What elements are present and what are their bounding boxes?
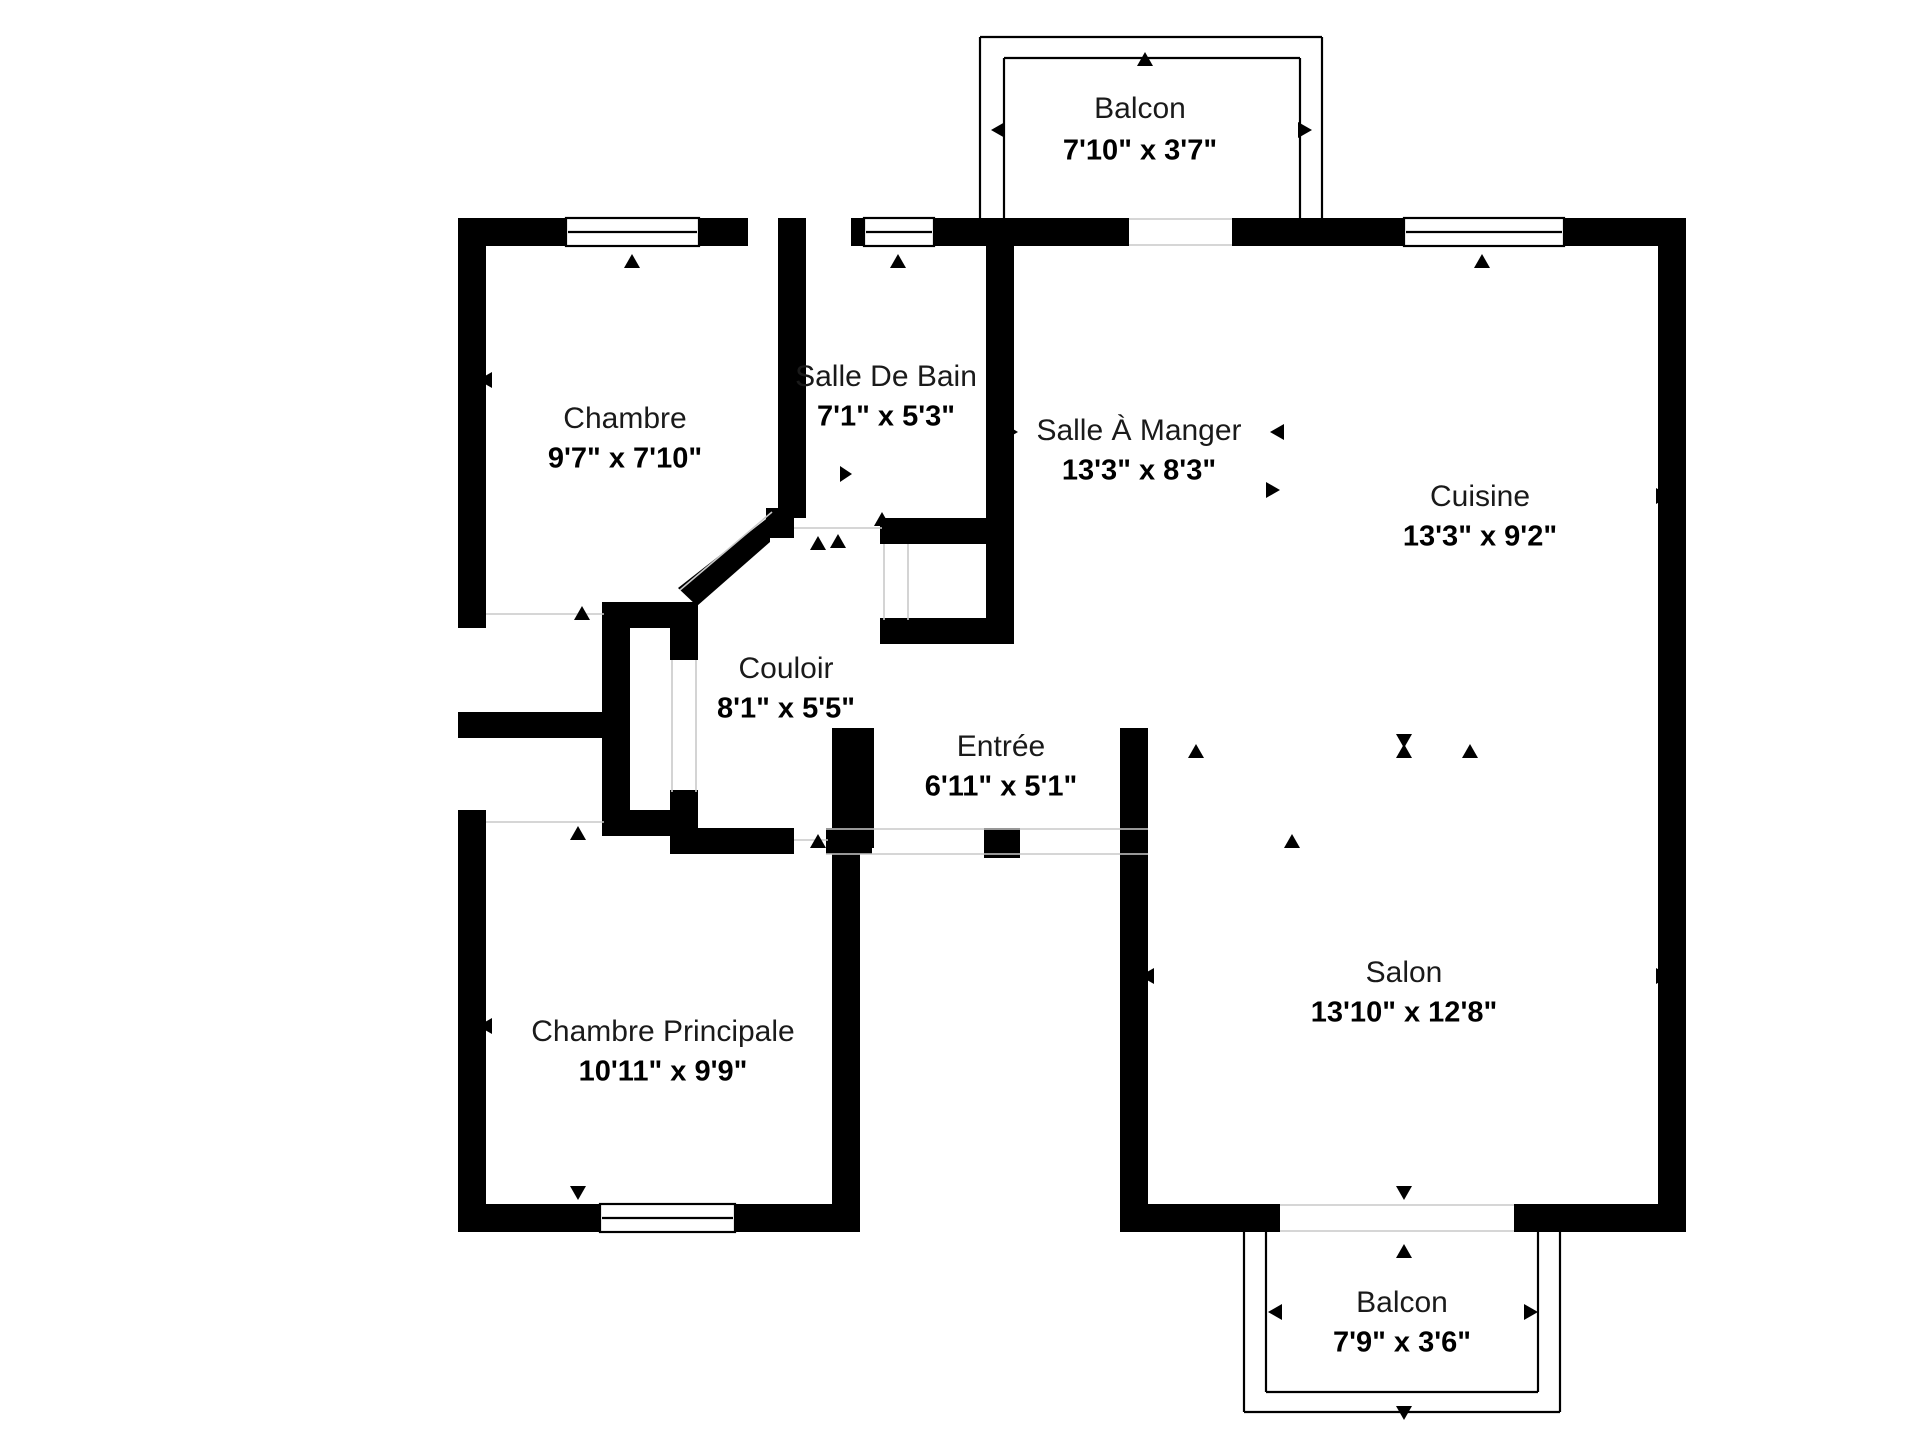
room-label-balcon-bottom: Balcon 7'9" x 3'6" — [1333, 1286, 1471, 1359]
room-name-cuisine: Cuisine — [1430, 480, 1530, 513]
openings-group — [486, 218, 1514, 1232]
window-chambre-principale-south — [598, 1202, 737, 1234]
room-dims-entree: 6'11" x 5'1" — [925, 771, 1078, 803]
room-label-chambre-principale: Chambre Principale 10'11" x 9'9" — [531, 1015, 794, 1088]
window-cuisine-north — [1402, 216, 1566, 248]
room-name-balcon-top: Balcon — [1094, 92, 1186, 125]
room-dims-chambre-principale: 10'11" x 9'9" — [579, 1056, 748, 1088]
room-name-chambre-principale: Chambre Principale — [531, 1015, 794, 1048]
room-label-balcon-top: Balcon 7'10" x 3'7" — [1063, 92, 1217, 167]
room-dims-salon: 13'10" x 12'8" — [1311, 997, 1497, 1029]
walls-group — [458, 218, 1686, 1232]
room-name-balcon-bottom: Balcon — [1356, 1286, 1448, 1319]
room-labels-group: Balcon 7'10" x 3'7" Chambre 9'7" x 7'10"… — [531, 92, 1557, 1359]
room-name-salon: Salon — [1366, 956, 1443, 989]
room-dims-couloir: 8'1" x 5'5" — [717, 693, 855, 725]
room-label-couloir: Couloir 8'1" x 5'5" — [717, 652, 855, 725]
balcon-bottom-outline — [1242, 1232, 1562, 1414]
room-label-cuisine: Cuisine 13'3" x 9'2" — [1403, 480, 1557, 553]
balcon-top-outline — [978, 35, 1324, 222]
room-dims-salle-a-manger: 13'3" x 8'3" — [1062, 455, 1216, 487]
room-name-chambre: Chambre — [563, 402, 686, 435]
room-label-chambre: Chambre 9'7" x 7'10" — [548, 402, 702, 475]
room-name-salle-a-manger: Salle À Manger — [1036, 414, 1241, 447]
window-chambre-north — [564, 216, 701, 248]
windows-group — [564, 216, 1566, 1234]
room-name-salle-de-bain: Salle De Bain — [795, 360, 977, 393]
room-label-entree: Entrée 6'11" x 5'1" — [925, 730, 1078, 803]
window-bath-north — [862, 216, 936, 248]
room-label-salle-a-manger: Salle À Manger 13'3" x 8'3" — [1036, 414, 1241, 487]
room-label-salle-de-bain: Salle De Bain 7'1" x 5'3" — [795, 360, 977, 433]
room-name-entree: Entrée — [957, 730, 1045, 763]
room-name-couloir: Couloir — [738, 652, 833, 685]
room-label-salon: Salon 13'10" x 12'8" — [1311, 956, 1497, 1029]
room-dims-balcon-top: 7'10" x 3'7" — [1063, 135, 1217, 167]
room-dims-cuisine: 13'3" x 9'2" — [1403, 521, 1557, 553]
room-dims-salle-de-bain: 7'1" x 5'3" — [817, 401, 955, 433]
room-dims-chambre: 9'7" x 7'10" — [548, 443, 702, 475]
balcon-top-dimension-arrows — [991, 52, 1312, 138]
dimension-arrows-group — [478, 254, 1670, 1420]
room-dims-balcon-bottom: 7'9" x 3'6" — [1333, 1327, 1471, 1359]
